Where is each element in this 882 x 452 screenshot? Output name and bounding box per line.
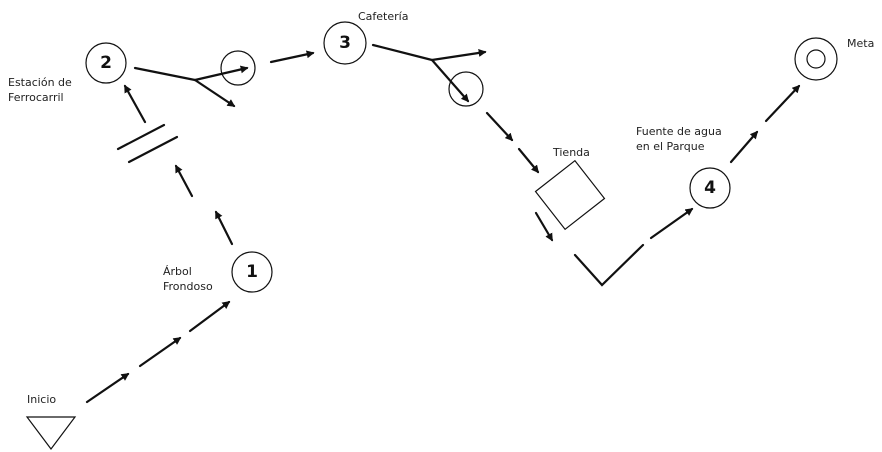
checkpoint-3-circle [323, 21, 367, 65]
route-arrow [485, 111, 514, 142]
checkpoint-3-label: Cafetería [358, 10, 408, 23]
route-arrow [764, 84, 801, 123]
route-arrow [193, 65, 249, 82]
route-arrow [193, 78, 236, 108]
checkpoint-1-label-line1: Árbol [163, 265, 192, 278]
route-arrow [430, 58, 470, 103]
checkpoint-2-label-line1: Estación de [8, 76, 72, 89]
route-arrow [174, 164, 194, 198]
route-arrow [123, 84, 147, 124]
route-arrow [729, 130, 759, 164]
store-square [534, 159, 606, 231]
route-arrow [534, 211, 554, 242]
path-segment [573, 243, 645, 287]
checkpoint-1-circle [231, 251, 273, 293]
checkpoint-1-label-line2: Frondoso [163, 280, 213, 293]
route-arrow [188, 300, 231, 333]
route-arrow [138, 336, 182, 368]
start-label: Inicio [27, 393, 56, 406]
checkpoint-2-number: 2 [100, 53, 112, 73]
route-arrow [269, 50, 315, 64]
route-arrow [214, 210, 234, 246]
checkpoint-1-number: 1 [246, 262, 258, 282]
checkpoint-2-circle [85, 42, 127, 84]
route-arrow [430, 49, 487, 62]
finish-outer-circle [794, 37, 838, 81]
decision-point-circle [448, 71, 484, 107]
railway-crossing-line [127, 135, 179, 164]
start-triangle [25, 416, 77, 450]
checkpoint-4-number: 4 [704, 178, 716, 198]
checkpoint-4-label-line2: en el Parque [636, 140, 705, 153]
path-segment [371, 43, 434, 62]
finish-label: Meta [847, 37, 874, 50]
route-arrow [649, 207, 694, 240]
path-segment [133, 66, 197, 82]
checkpoint-2-label-line2: Ferrocarril [8, 91, 64, 104]
finish-inner-circle [806, 49, 826, 69]
store-label: Tienda [552, 146, 590, 159]
checkpoint-4-circle [689, 167, 731, 209]
route-arrow [85, 372, 130, 404]
railway-crossing-line [116, 123, 166, 151]
checkpoint-3-number: 3 [339, 33, 351, 53]
decision-point-circle [220, 50, 256, 86]
route-arrow [517, 147, 540, 174]
checkpoint-4-label-line1: Fuente de agua [636, 125, 722, 138]
